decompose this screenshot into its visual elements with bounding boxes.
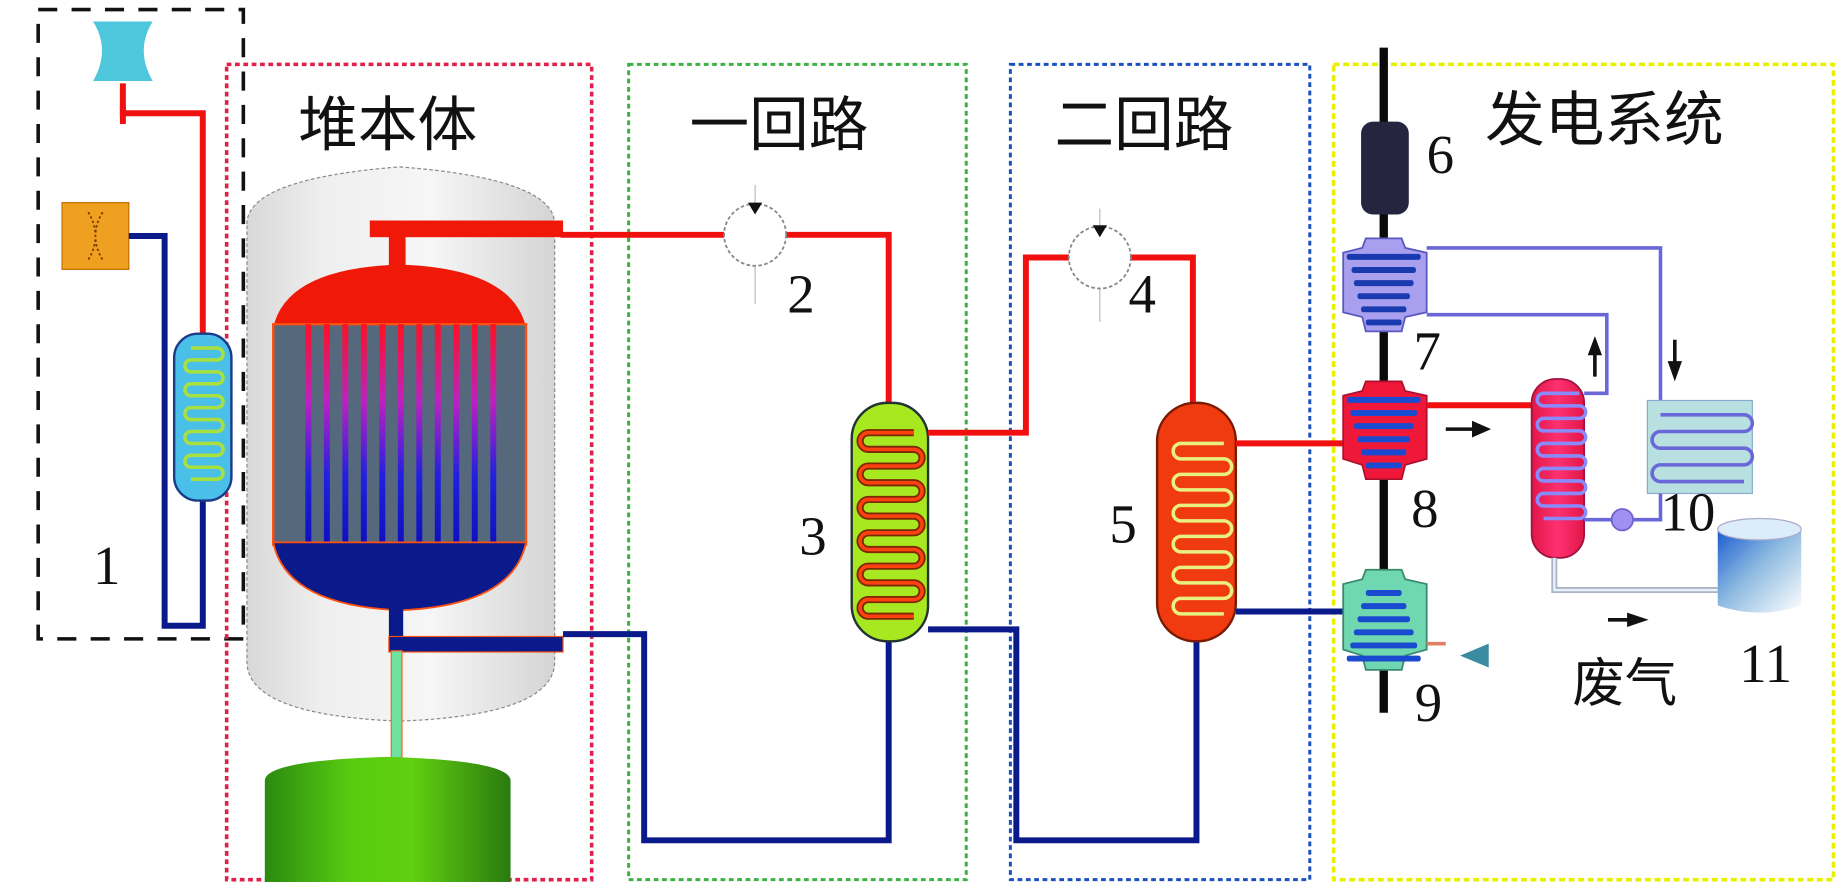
fuel-rod [342, 324, 349, 543]
blade-row [1357, 293, 1410, 300]
fuel-rod [490, 324, 497, 543]
blade-row [1346, 396, 1421, 403]
secondary-loop-title: 二回路 [1055, 92, 1234, 158]
intermediate-heat-exchanger [850, 401, 930, 643]
blade-row [1361, 449, 1407, 456]
fuel-rod [471, 324, 478, 543]
label-6: 6 [1427, 124, 1454, 185]
label-10: 10 [1660, 481, 1715, 542]
primary-pump [723, 184, 788, 304]
fuel-rod [360, 324, 367, 543]
fuel-rod [453, 324, 460, 543]
precooler-to-pump-line [1631, 493, 1663, 522]
label-5: 5 [1109, 493, 1136, 554]
steam-generator [1155, 401, 1238, 643]
label-11: 11 [1739, 633, 1792, 694]
air-inlet-arrow-icon [1460, 643, 1489, 668]
compressor-outlet-line [1426, 246, 1663, 401]
fuel-rod [397, 324, 404, 543]
blade-row [1365, 319, 1402, 326]
compressor-inlet-line [1426, 312, 1609, 396]
power-system-title: 发电系统 [1485, 88, 1724, 154]
secondary-hot-pipe-from-3 [928, 254, 1072, 436]
cooling-cold-pipe [128, 233, 206, 629]
fuel-rod [379, 324, 386, 543]
blade-row [1357, 436, 1410, 443]
turbine-8 [1342, 380, 1428, 481]
reactor-cold-header [388, 635, 564, 653]
secondary-hot-pipe-to-5 [1130, 254, 1196, 403]
secondary-pump [1067, 208, 1132, 322]
cooling-system-box [36, 7, 246, 641]
circulation-pump-icon [1610, 508, 1634, 532]
fuel-rod [323, 324, 330, 543]
flow-arrow-right-icon [1445, 420, 1492, 438]
precooler [1646, 399, 1755, 495]
fuel-rod [434, 324, 441, 543]
reactor-storage-tank [264, 756, 511, 883]
blade-row [1353, 280, 1414, 287]
label-1: 1 [93, 535, 120, 596]
blade-row [1350, 410, 1418, 416]
tank-link-pipe [390, 650, 403, 762]
exhaust-label: 废气 [1572, 655, 1677, 713]
exhaust-drain-pipe [1551, 557, 1718, 593]
compressor-7 [1342, 237, 1428, 333]
blade-row [1353, 629, 1414, 636]
flow-arrow-up-icon [1587, 336, 1603, 377]
fuel-rods [305, 324, 497, 543]
blade-row [1361, 603, 1407, 610]
generator [1361, 121, 1409, 215]
label-4: 4 [1128, 263, 1155, 324]
primary-hot-pipe-2 [784, 231, 892, 406]
cooling-fan-icon [61, 202, 130, 270]
blade-row [1351, 266, 1416, 273]
flow-arrow-down-icon [1667, 339, 1682, 382]
cooling-heat-exchanger [172, 332, 233, 502]
fuel-rod [416, 324, 423, 543]
exhaust-drain-pipe-inner [1553, 557, 1718, 592]
blade-row [1365, 590, 1402, 596]
blade-row [1357, 616, 1410, 623]
blade-row [1350, 642, 1418, 649]
exhaust-flow-arrow-icon [1608, 612, 1649, 627]
recuperator [1530, 378, 1588, 559]
reactor-upper-plenum [273, 264, 527, 328]
blade-row [1365, 462, 1402, 469]
reactor-body-title: 堆本体 [298, 92, 477, 158]
blade-row [1346, 253, 1421, 260]
fuel-rod [305, 324, 312, 543]
secondary-cold-pipe [928, 626, 1200, 844]
primary-loop-box [627, 62, 968, 882]
label-7: 7 [1414, 321, 1441, 382]
blade-row [1346, 655, 1421, 662]
exhaust-storage-tank [1717, 517, 1802, 613]
label-9: 9 [1415, 672, 1442, 733]
label-2: 2 [787, 263, 814, 324]
primary-cold-pipe [563, 631, 892, 844]
secondary-loop-box [1008, 62, 1312, 882]
blade-row [1361, 306, 1407, 313]
primary-loop-title: 一回路 [689, 92, 868, 158]
label-3: 3 [799, 505, 826, 566]
power-system-box [1331, 62, 1836, 882]
label-8: 8 [1411, 478, 1438, 539]
cooling-tower-icon [93, 21, 153, 82]
compressor-9 [1342, 568, 1446, 671]
reactor-hot-header [369, 220, 564, 238]
blade-row [1353, 423, 1414, 430]
